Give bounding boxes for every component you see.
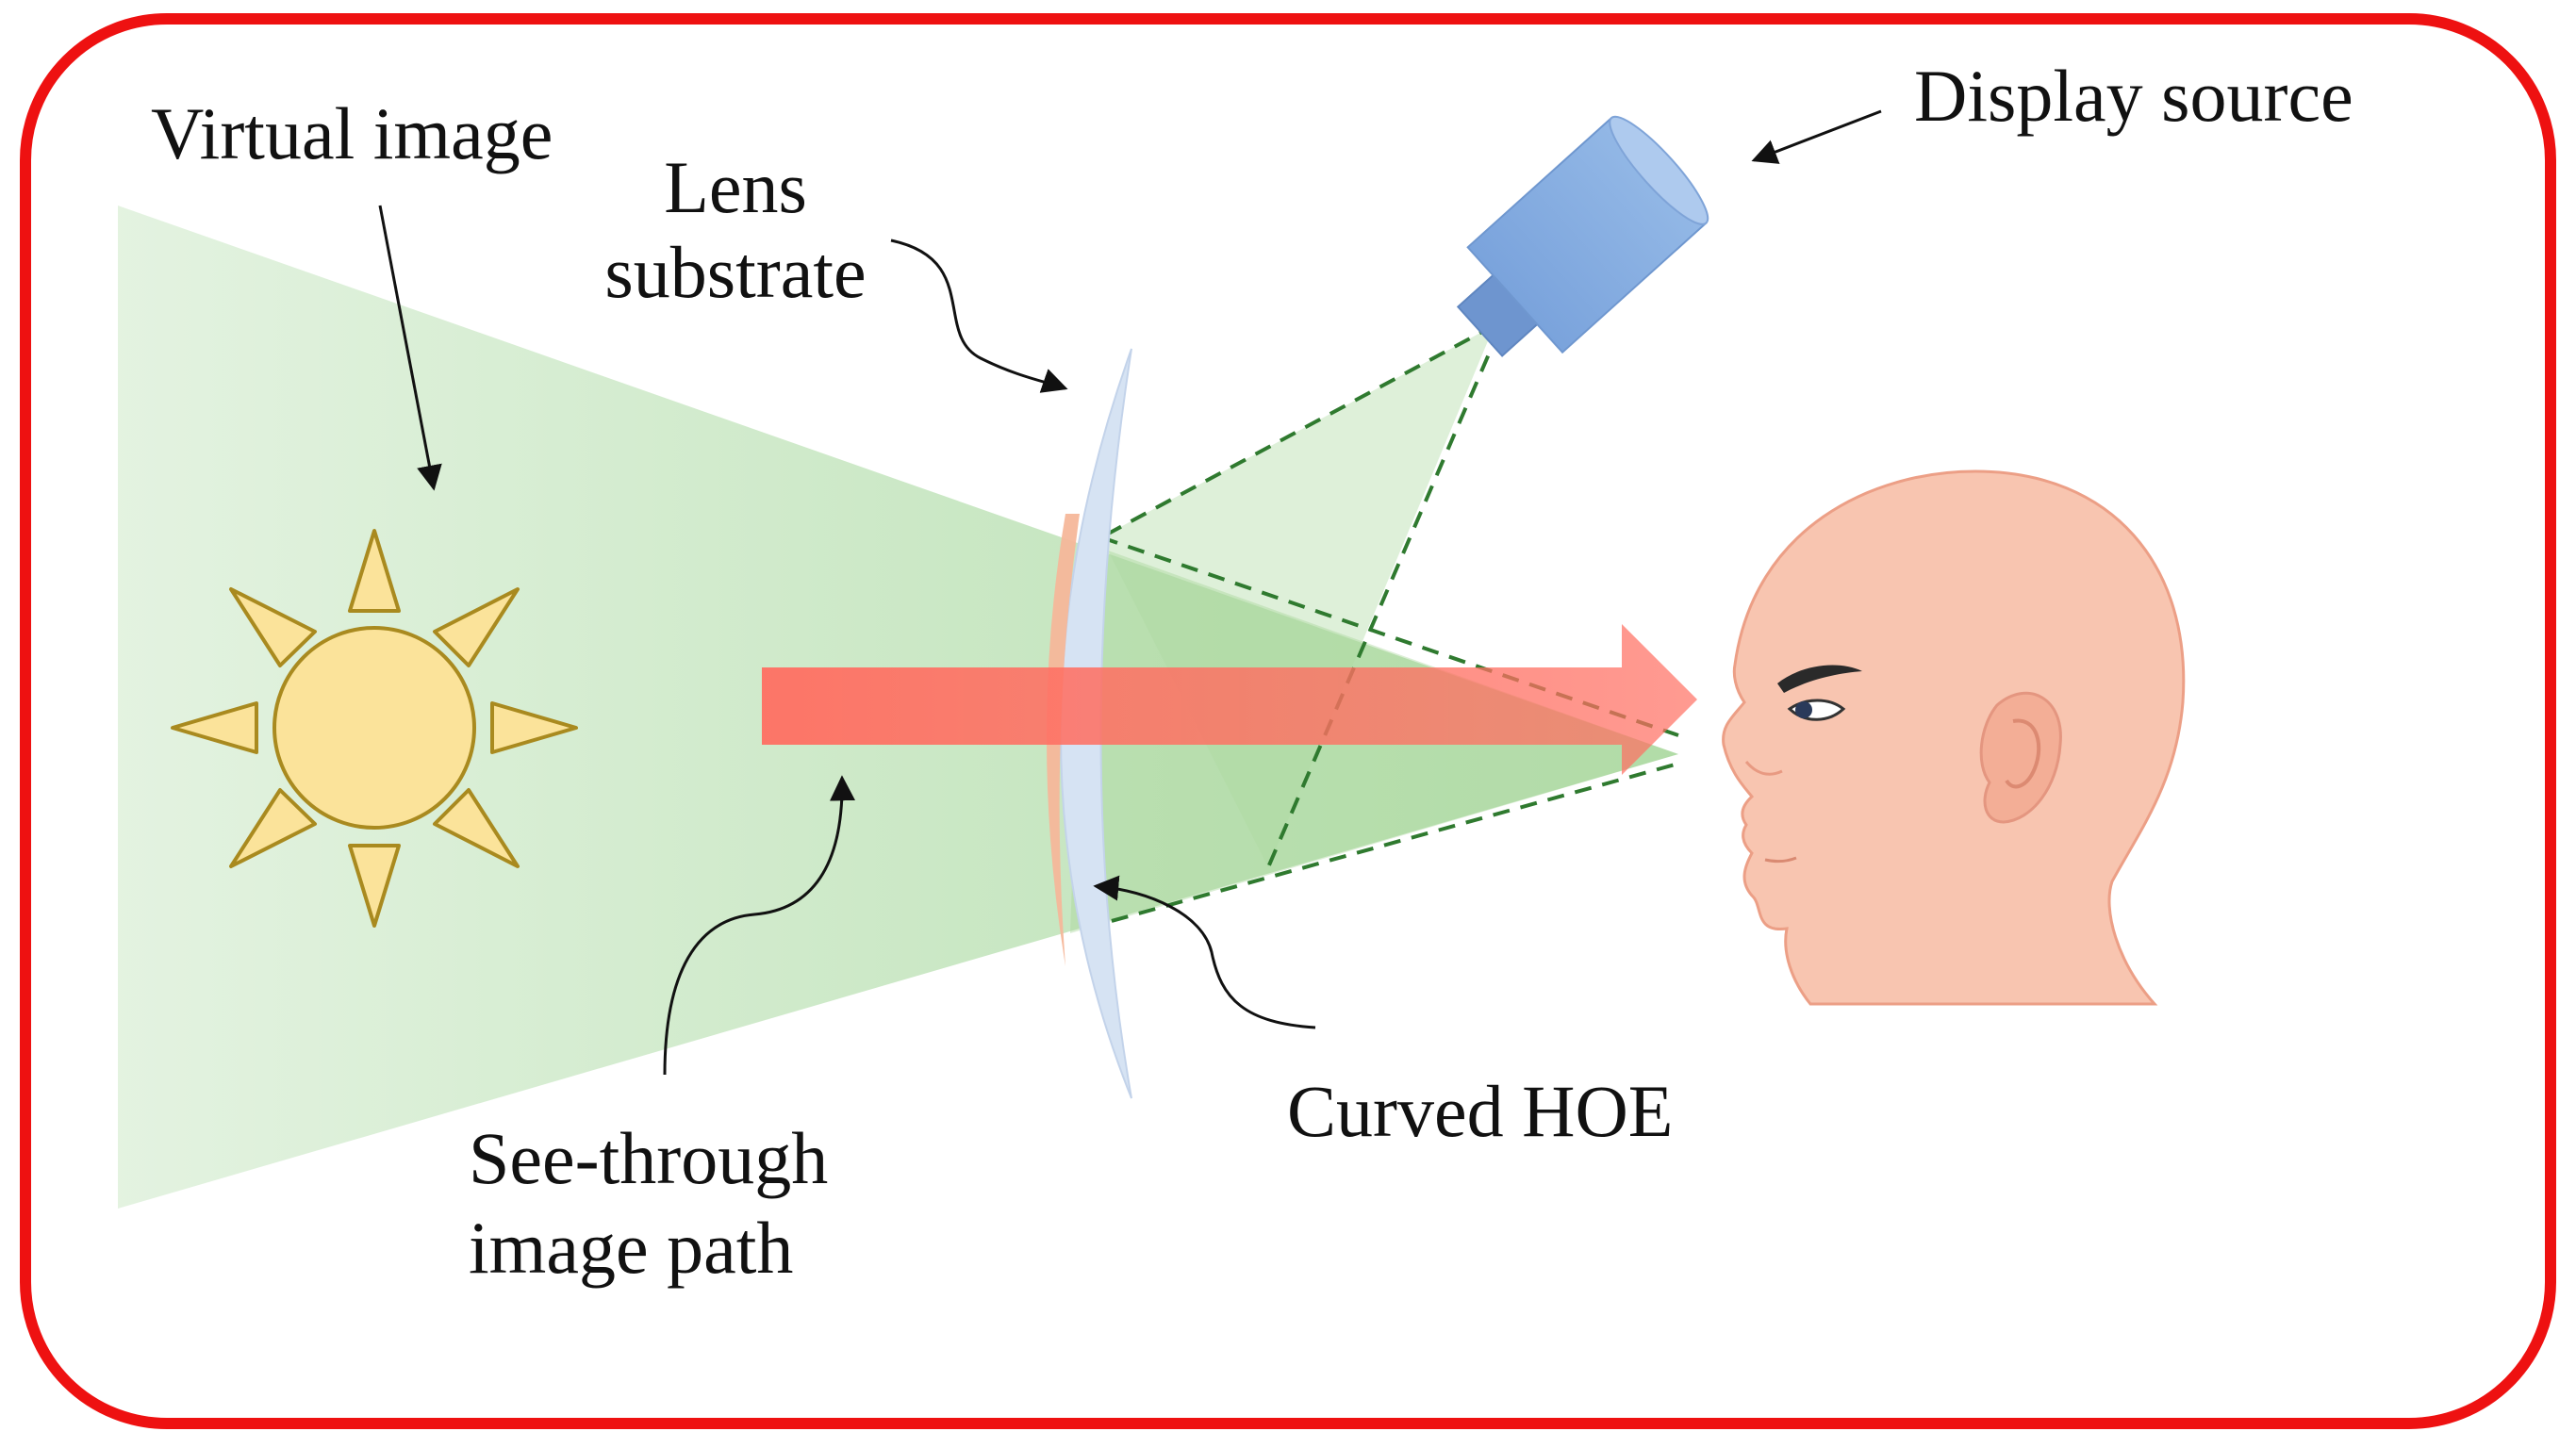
virtual-image-pointer [378, 205, 442, 491]
sun-icon [171, 529, 578, 928]
curved-hoe [1047, 514, 1080, 966]
dashed-rays [1083, 323, 1679, 930]
display-source-projector [1456, 115, 1709, 357]
curved-hoe-label: Curved HOE [1287, 1070, 1673, 1152]
display-light-cone [1101, 325, 1494, 867]
see-through-label-line2: image path [469, 1207, 793, 1289]
display-source-pointer [1751, 109, 1882, 164]
see-through-pointer [663, 775, 855, 1076]
lens-substrate-pointer [890, 239, 1068, 393]
lens-label-line2: substrate [604, 231, 866, 313]
virtual-image-label: Virtual image [151, 92, 553, 174]
lens-label-line1: Lens [664, 146, 807, 228]
curved-hoe-pointer [1093, 875, 1316, 1029]
display-source-label: Display source [1914, 55, 2353, 137]
see-through-label-line1: See-through [469, 1117, 828, 1199]
viewer-head [1722, 469, 2186, 1006]
see-through-arrow [762, 624, 1697, 775]
